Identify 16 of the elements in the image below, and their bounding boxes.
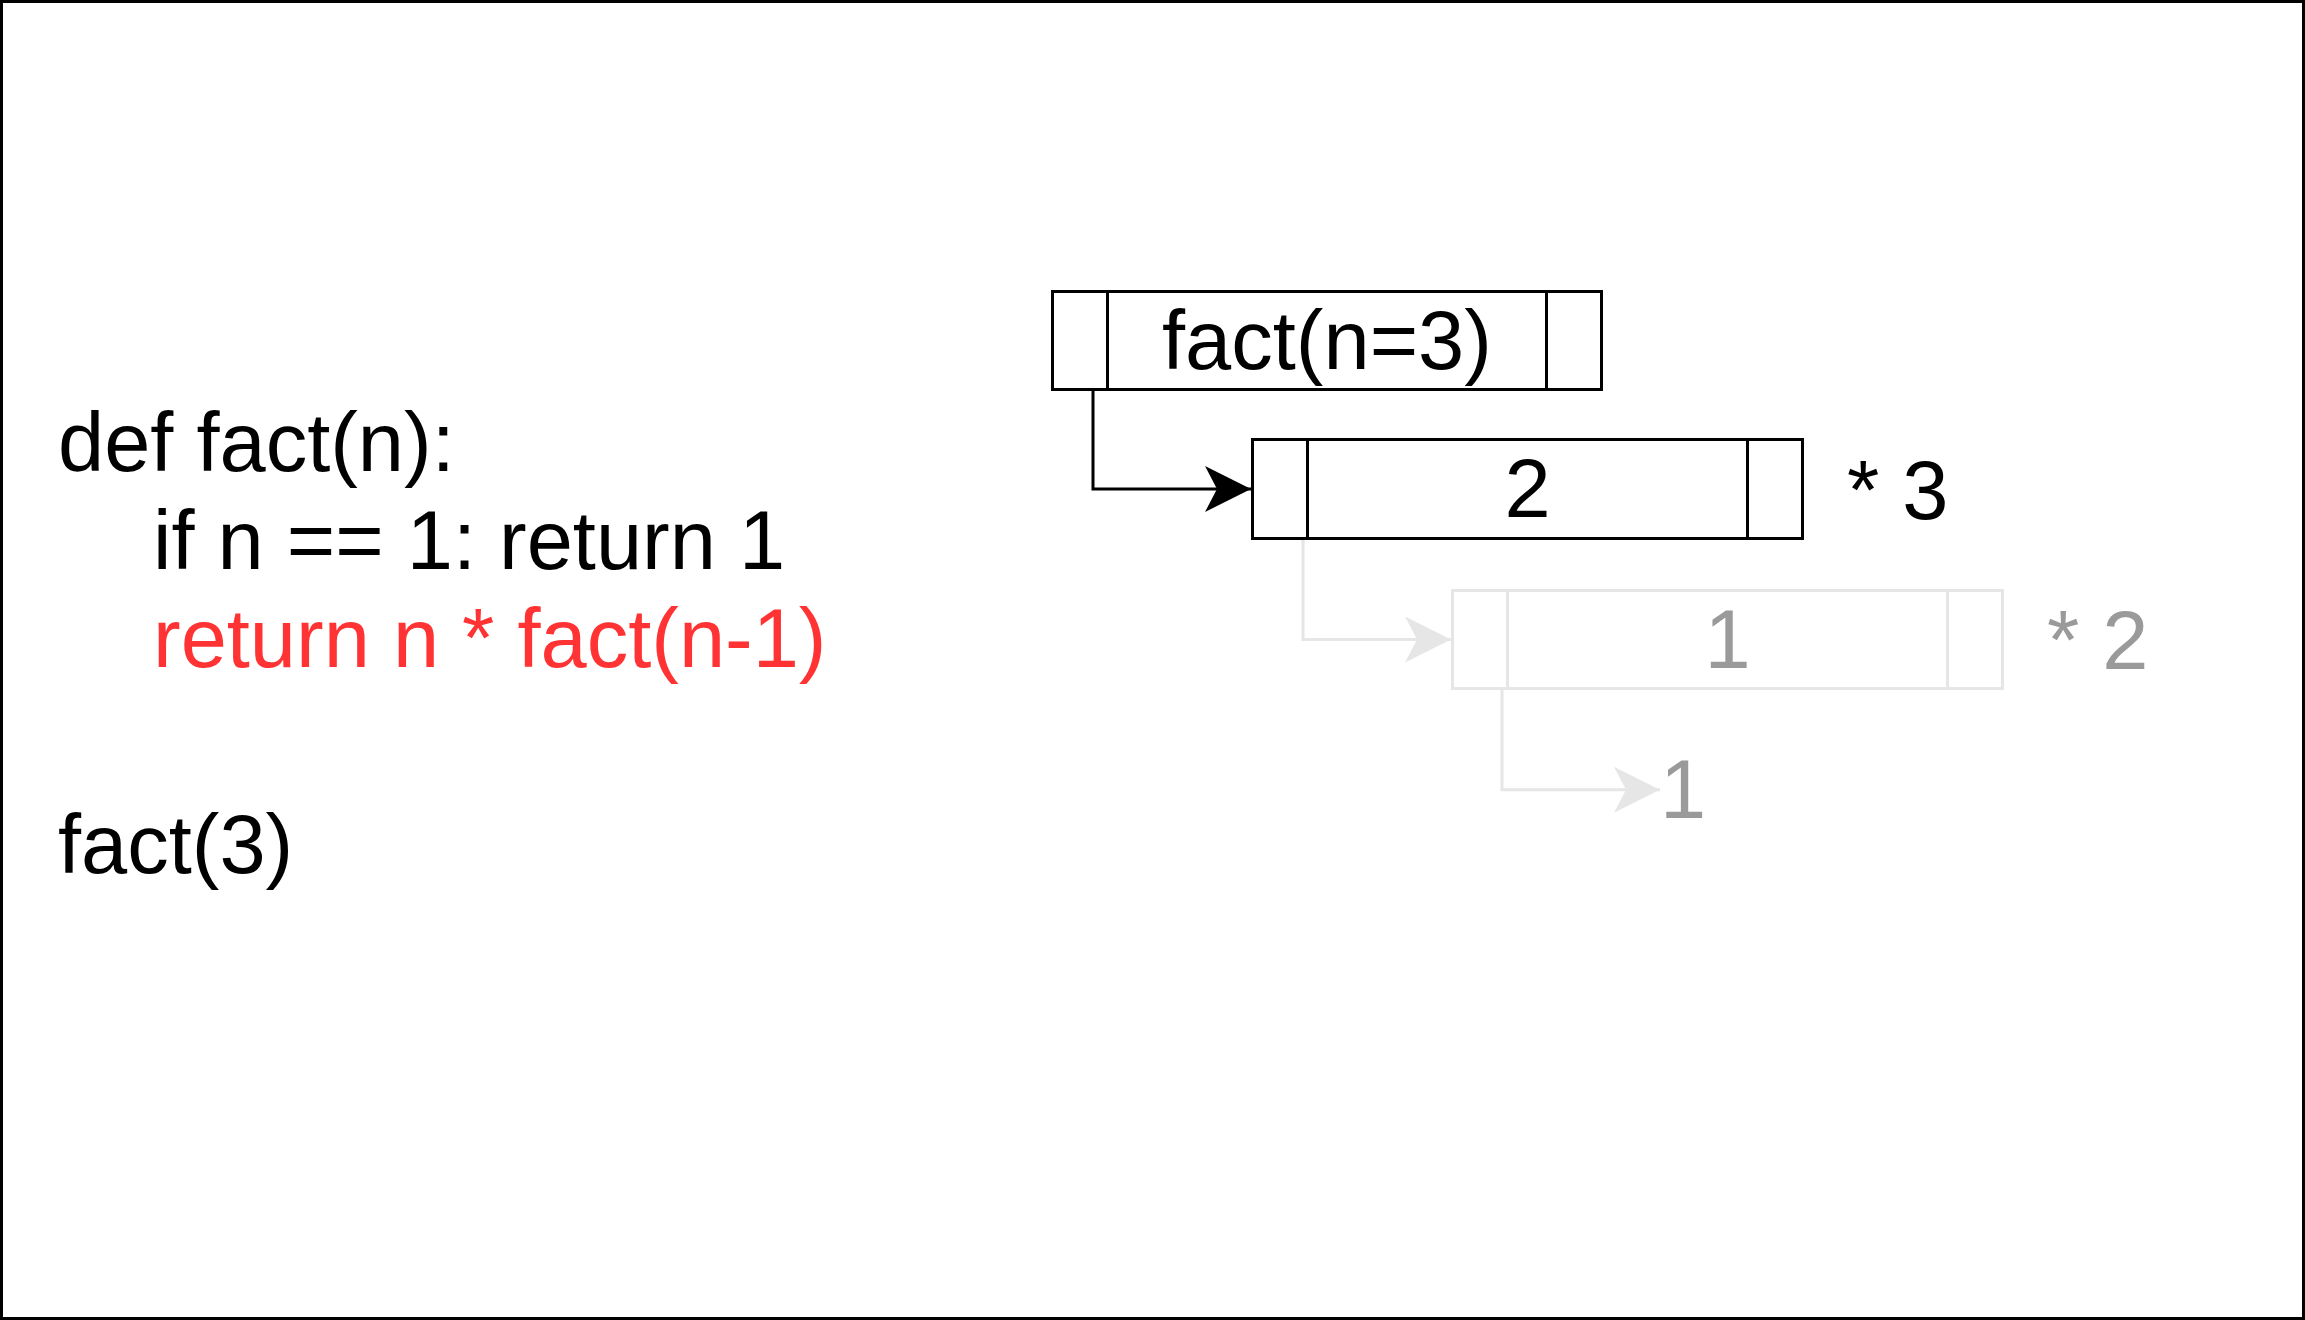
- process-box: [1051, 290, 1603, 391]
- process-box: [1251, 438, 1804, 540]
- arrow: [1091, 391, 1251, 512]
- value-label: 1: [1704, 593, 1751, 686]
- multiplier-label: * 3: [1847, 443, 1949, 539]
- process-box: [1451, 589, 2004, 690]
- code-line: return n * fact(n-1): [153, 591, 827, 687]
- multiplier-label: * 2: [2047, 593, 2149, 689]
- arrow: [1301, 540, 1451, 663]
- call-label: fact(n=3): [1162, 294, 1492, 387]
- arrow: [1500, 690, 1660, 813]
- code-line: if n == 1: return 1: [153, 493, 786, 589]
- code-line: def fact(n):: [58, 395, 455, 491]
- code-line: fact(3): [58, 797, 294, 893]
- value-label: 1: [1660, 740, 1707, 840]
- value-label: 2: [1504, 443, 1551, 535]
